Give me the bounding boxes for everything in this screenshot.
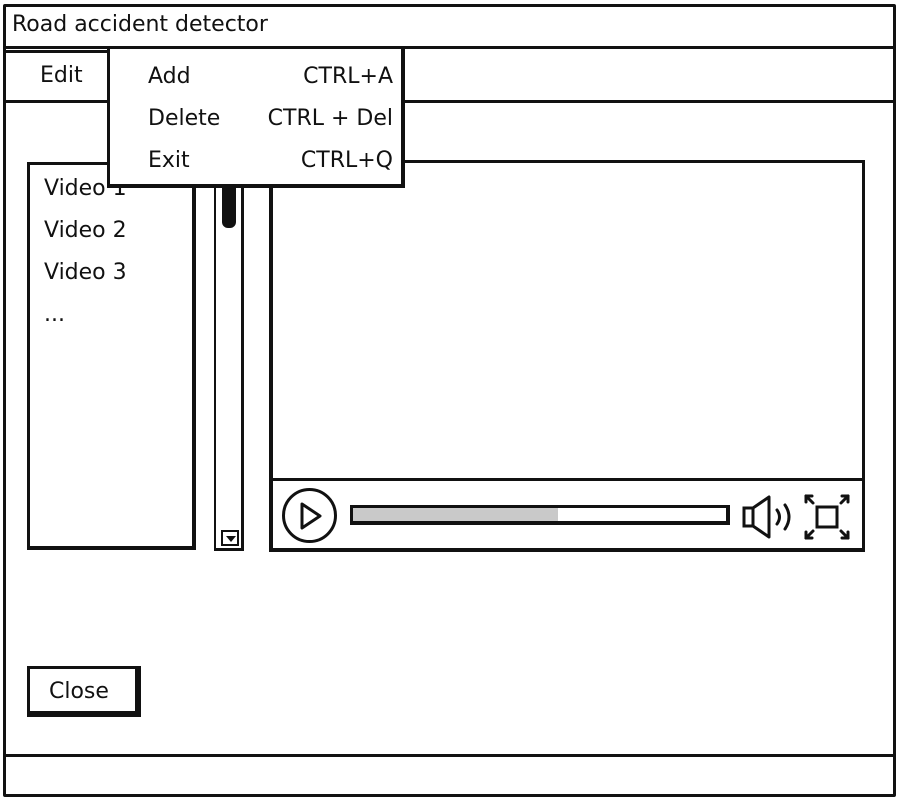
- menu-item-shortcut: CTRL + Del: [267, 106, 393, 131]
- menu-item-delete[interactable]: Delete CTRL + Del: [110, 99, 401, 139]
- menu-item-label: Add: [148, 64, 191, 89]
- close-button[interactable]: Close: [27, 666, 141, 717]
- player-controls-divider: [270, 478, 864, 481]
- fullscreen-icon[interactable]: [802, 492, 852, 542]
- seek-bar-fill: [353, 508, 559, 521]
- window-title: Road accident detector: [12, 12, 268, 37]
- scroll-down-arrow-icon[interactable]: [221, 530, 239, 546]
- edit-menu-dropdown: Add CTRL+A Delete CTRL + Del Exit CTRL+Q: [107, 46, 405, 188]
- menu-item-label: Delete: [148, 106, 221, 131]
- menu-item-label: Exit: [148, 148, 190, 173]
- menu-item-exit[interactable]: Exit CTRL+Q: [110, 141, 401, 181]
- menu-item-shortcut: CTRL+A: [303, 64, 393, 89]
- status-bar-divider: [5, 754, 895, 757]
- seek-bar[interactable]: [350, 505, 730, 525]
- speaker-volume-icon[interactable]: [741, 494, 797, 540]
- video-player[interactable]: [269, 160, 865, 552]
- play-button[interactable]: [282, 488, 337, 543]
- play-icon: [300, 502, 322, 530]
- menu-item-shortcut: CTRL+Q: [300, 148, 393, 173]
- list-item[interactable]: ...: [44, 302, 65, 327]
- menu-item-add[interactable]: Add CTRL+A: [110, 57, 401, 97]
- menu-edit[interactable]: Edit: [40, 63, 83, 88]
- list-item[interactable]: Video 3: [44, 260, 127, 285]
- list-item[interactable]: Video 2: [44, 218, 127, 243]
- close-button-label: Close: [49, 679, 109, 704]
- video-list[interactable]: Video 1 Video 2 Video 3 ...: [27, 162, 196, 550]
- app-window: [3, 4, 896, 797]
- titlebar-divider: [5, 46, 895, 49]
- menubar-divider: [6, 100, 896, 103]
- scrollbar-thumb[interactable]: [222, 184, 236, 228]
